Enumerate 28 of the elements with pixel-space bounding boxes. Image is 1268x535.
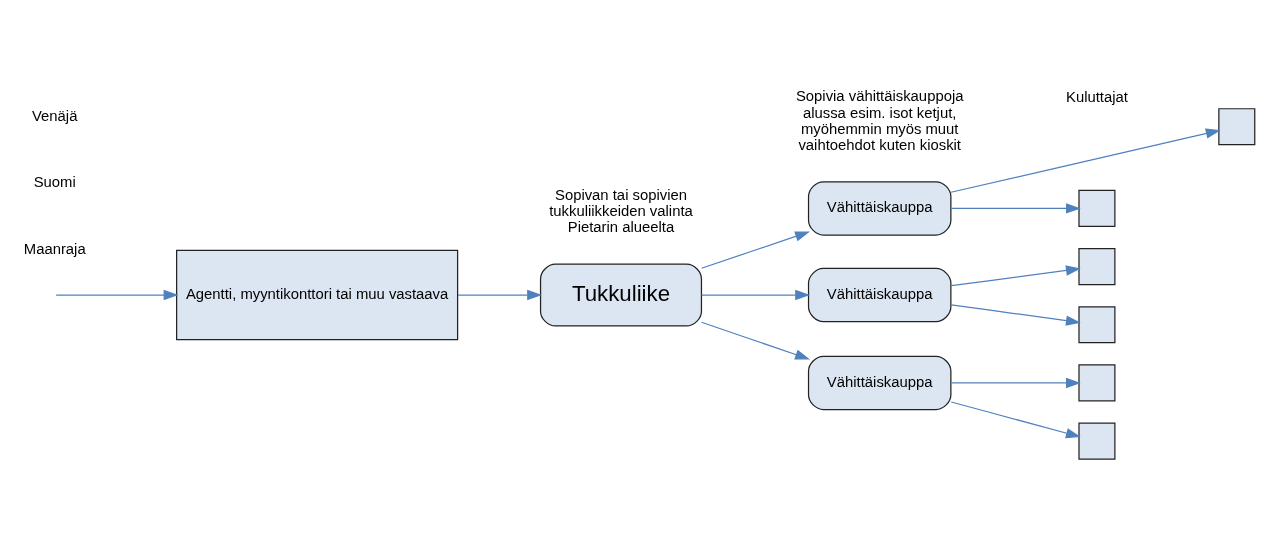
arrow <box>55 289 179 301</box>
arrow <box>950 377 1081 389</box>
node-box: Vähittäiskauppa <box>807 181 952 236</box>
arrow <box>950 128 1221 193</box>
node-box <box>1218 108 1256 146</box>
arrow <box>950 265 1081 287</box>
node-box <box>1078 364 1116 402</box>
node-box: Vähittäiskauppa <box>807 267 952 323</box>
arrow <box>700 289 811 301</box>
node-box <box>1078 422 1116 460</box>
arrow <box>700 321 810 360</box>
label: Venäjä <box>32 107 78 124</box>
node-box <box>1078 189 1116 227</box>
label: Maanraja <box>23 241 86 258</box>
arrow <box>950 401 1081 439</box>
node-box <box>1078 306 1116 344</box>
arrow <box>950 304 1081 326</box>
node-box: Tukkuliike <box>539 263 703 327</box>
node-box: Vähittäiskauppa <box>807 355 952 411</box>
node-label: Sopivan tai sopivien tukkuliikkeiden valinta Pietarin alueelta <box>549 186 693 236</box>
arrow <box>457 289 543 301</box>
arrow <box>950 203 1081 214</box>
label: Kuluttajat <box>1065 89 1128 106</box>
node-box <box>1078 248 1116 286</box>
node-box: Agentti, myyntikonttori tai muu vastaava <box>176 249 459 341</box>
label: Suomi <box>33 174 76 191</box>
arrow <box>700 231 810 269</box>
node-label: Sopivia vähittäiskauppoja alussa esim. isot ketjut, myöhemmin myös muut vaihtoehdot kuten kioskit <box>795 88 964 153</box>
